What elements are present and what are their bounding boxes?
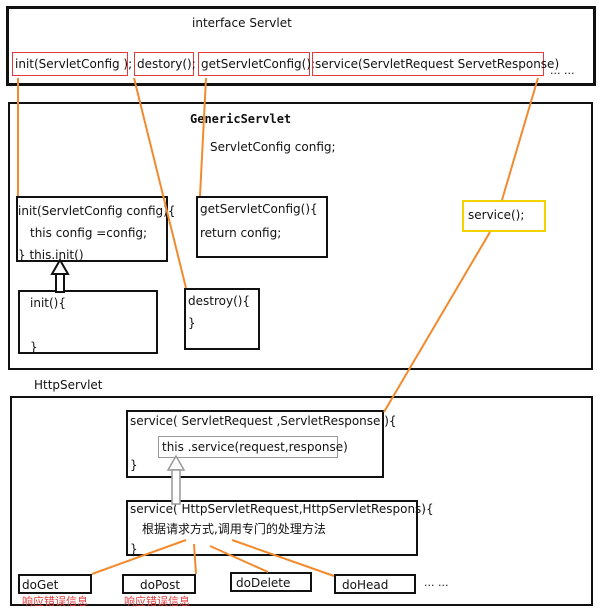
generic-field: ServletConfig config; (210, 140, 336, 154)
http-service1-line3: } (130, 458, 138, 472)
generic-init-line3: } this.init() (18, 248, 84, 262)
servlet-init-label: init(ServletConfig ); (15, 57, 133, 71)
generic-init2-box (18, 290, 158, 354)
http-service2-line3: } (130, 542, 138, 556)
init-call-arrow (50, 257, 70, 293)
link-destroy (133, 77, 187, 289)
service-call-arrow (166, 454, 186, 505)
dodelete-box (230, 572, 312, 592)
http-service1-line2: this .service(request,response) (162, 440, 348, 454)
dohead-box (334, 574, 416, 594)
link-dodelete (209, 545, 269, 573)
generic-service-box (462, 200, 546, 232)
doget-label: doGet (22, 578, 59, 592)
link-service-generic (501, 77, 539, 201)
servlet-getconfig-label: getServletConfig(); (201, 57, 316, 71)
servlet-service-label: service(ServletRequest ServetResponse) (315, 57, 560, 71)
servlet-destroy-method (134, 52, 194, 76)
generic-getconfig-box (196, 196, 328, 258)
link-dohead (231, 539, 335, 577)
link-doget (91, 539, 187, 575)
dohead-label: doHead (342, 578, 389, 592)
http-service1-line1: service( ServletRequest ,ServletResponse… (130, 414, 397, 428)
servlet-more: ... ... (550, 64, 575, 77)
dopost-box (122, 574, 196, 594)
doget-note: 响应错误信息 (22, 595, 88, 608)
generic-init-line1: init(ServletConfig config){ (18, 204, 176, 218)
doget-box (18, 574, 92, 594)
generic-servlet-title: GenericServlet (190, 112, 292, 126)
http-service2-line1: service( HttpServletRequest,HttpServletR… (130, 502, 434, 516)
http-more: ... ... (424, 576, 449, 589)
generic-destroy-line2: } (188, 316, 196, 330)
generic-getconfig-line1: getServletConfig(){ (200, 202, 318, 216)
http-service1-call-box (158, 436, 338, 458)
http-servlet-title: HttpServlet (34, 378, 103, 392)
generic-servlet-box (8, 102, 593, 370)
interface-servlet-box (6, 6, 596, 86)
http-service1-box (126, 410, 384, 478)
http-service2-line2: 根据请求方式,调用专门的处理方法 (142, 522, 326, 536)
generic-init-line2: this config =config; (30, 226, 148, 240)
servlet-init-method (12, 52, 128, 76)
generic-getconfig-line2: return config; (200, 226, 282, 240)
dodelete-label: doDelete (236, 576, 291, 590)
servlet-destroy-label: destory(); (137, 57, 196, 71)
dopost-note: 响应错误信息 (124, 595, 190, 608)
interface-servlet-title: interface Servlet (192, 16, 292, 30)
dopost-label: doPost (140, 578, 181, 592)
link-dopost (193, 543, 197, 575)
servlet-service-method (312, 52, 544, 76)
generic-init-box (16, 196, 168, 262)
generic-init2-line2: } (30, 340, 38, 354)
generic-init2-line1: init(){ (30, 296, 66, 310)
servlet-getconfig-method (198, 52, 310, 76)
link-getconfig (199, 77, 207, 197)
http-servlet-box (10, 396, 593, 606)
generic-destroy-line1: destroy(){ (188, 294, 251, 308)
link-service-http (383, 231, 491, 413)
generic-destroy-box (184, 288, 260, 350)
generic-service-label: service(); (468, 208, 525, 222)
